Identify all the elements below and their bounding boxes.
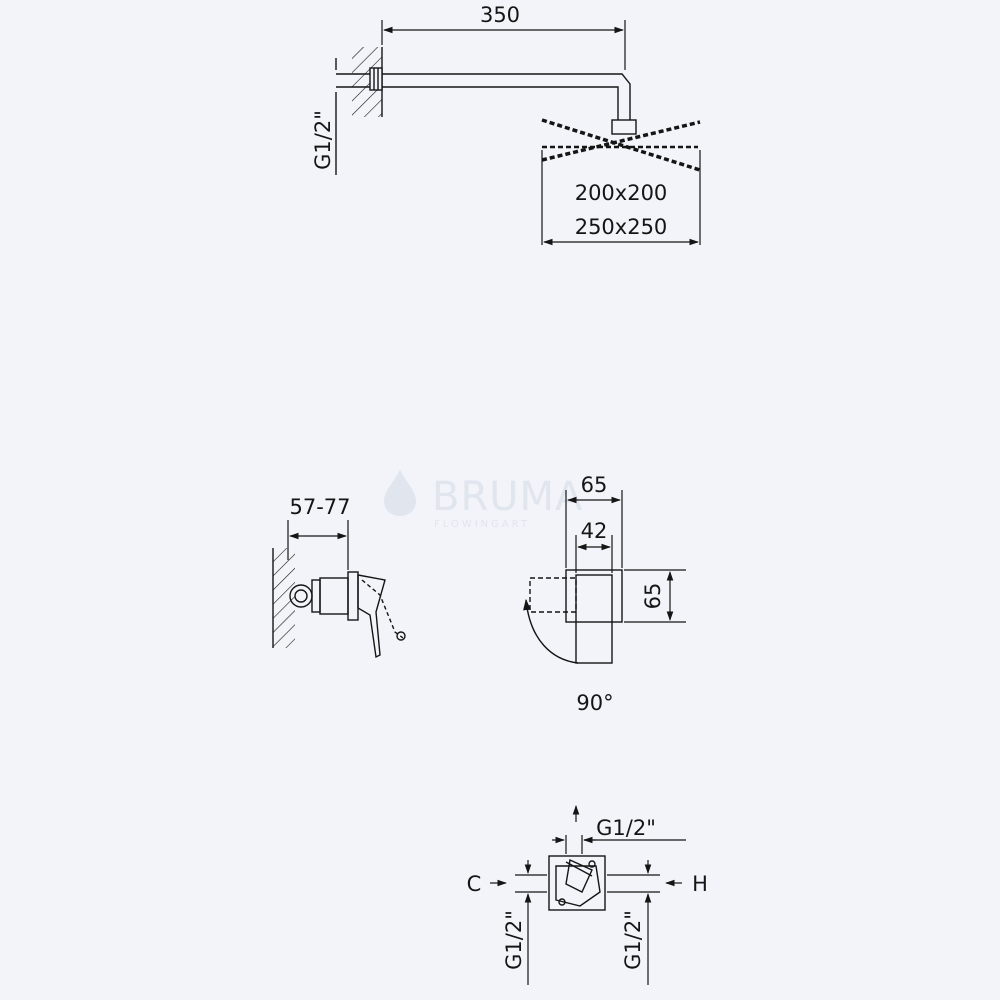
- valve-dimensions: [490, 805, 686, 985]
- mixer-front-dimensions: [565, 490, 686, 623]
- mixer-lever-width-label: 42: [581, 519, 608, 543]
- valve-body-drawing: [548, 855, 606, 911]
- watermark-brand: BRUMA: [432, 474, 583, 520]
- head-size-dimension: [541, 150, 701, 246]
- valve-cold-label: C: [467, 872, 482, 896]
- mixer-depth-dimension: [287, 520, 349, 570]
- mixer-height-label: 65: [641, 583, 665, 610]
- mixer-width-label: 65: [581, 473, 608, 497]
- mixer-depth-label: 57-77: [289, 495, 350, 519]
- mixer-front-drawing: [523, 569, 623, 664]
- valve-top-thread-label: G1/2": [596, 816, 656, 840]
- arm-length-dimension: [381, 20, 626, 70]
- shower-arm-drawing: [335, 47, 701, 175]
- head-size-label-a: 200x200: [575, 181, 668, 205]
- arm-length-label: 350: [480, 3, 520, 27]
- arm-thread-label: G1/2": [311, 110, 335, 170]
- valve-hot-label: H: [692, 872, 708, 896]
- brand-watermark: BRUMA FLOWINGART: [384, 470, 583, 530]
- valve-right-thread-label: G1/2": [621, 910, 645, 970]
- mixer-rotation-label: 90°: [576, 691, 613, 715]
- water-drop-icon: [384, 470, 416, 516]
- watermark-tagline: FLOWINGART: [434, 519, 530, 530]
- valve-left-thread-label: G1/2": [502, 910, 526, 970]
- head-size-label-b: 250x250: [575, 215, 668, 239]
- mixer-side-drawing: [272, 548, 406, 659]
